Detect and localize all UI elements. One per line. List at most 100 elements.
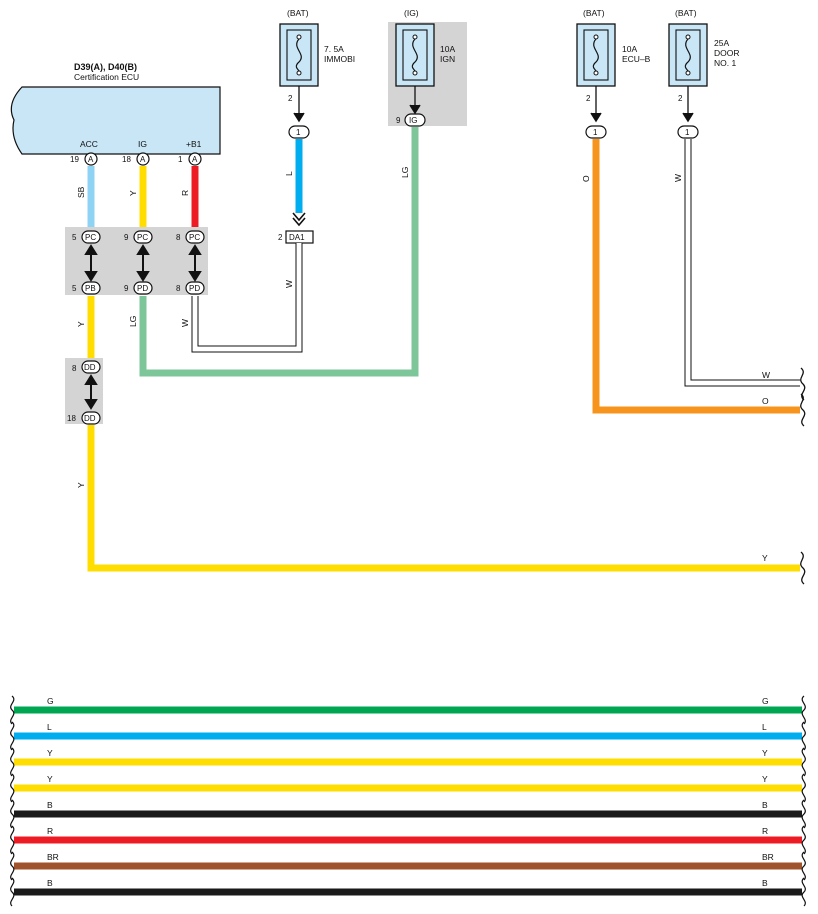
wire-break-icon xyxy=(10,877,15,907)
connector-oval xyxy=(81,411,101,425)
fuse-rating: 10A xyxy=(440,44,455,54)
connector-circle xyxy=(188,152,202,166)
wire-label-left: B xyxy=(47,800,53,810)
wire-label-w: W xyxy=(762,370,770,380)
pin-number: 8 xyxy=(72,364,77,373)
pin-number: 8 xyxy=(176,233,181,242)
fuse-immobi: (BAT) 7. 5A IMMOBI 2 1 xyxy=(279,8,355,139)
pin-number: 9 xyxy=(124,284,129,293)
fuse-name: IGN xyxy=(440,54,455,64)
fuse-icon xyxy=(592,38,599,72)
fuse-name: DOOR xyxy=(714,48,740,58)
connector-label: PB xyxy=(85,284,96,293)
ecu-connectors: 19 A 18 A 1 A xyxy=(70,152,202,166)
connector-circle xyxy=(84,152,98,166)
connector-oval xyxy=(133,230,153,244)
fuse-ign: (IG) 10A IGN 9 IG xyxy=(388,8,467,127)
wire-label-y: Y xyxy=(76,321,86,327)
connector-label: 1 xyxy=(296,128,301,137)
wire-label-y: Y xyxy=(762,553,768,563)
pin-number: 18 xyxy=(67,414,76,423)
wire-label-left: B xyxy=(47,878,53,888)
wire-label-w: W xyxy=(673,174,683,182)
connector-label: DA1 xyxy=(289,233,305,242)
connector-oval xyxy=(585,125,607,139)
wire-label-lg: LG xyxy=(400,167,410,178)
wire-break-icon xyxy=(801,877,806,907)
wire-w-outline xyxy=(191,243,303,353)
wire-break-icon xyxy=(10,851,15,881)
junction-pd-row: 5 PB 9 PD 8 PD xyxy=(72,281,205,295)
wire-break-icon xyxy=(801,851,806,881)
connector-label: DD xyxy=(84,414,96,423)
fuse-box xyxy=(279,23,319,87)
fuse-rating: 25A xyxy=(714,38,729,48)
junction-pc-row: 5 PC 9 PC 8 PC xyxy=(72,230,205,244)
wire-label-right: BR xyxy=(762,852,774,862)
wire-break-icon xyxy=(800,367,806,401)
wire-o xyxy=(592,139,800,414)
connector-label: DD xyxy=(84,363,96,372)
fuse-inner xyxy=(675,29,701,81)
fuse-rating: 10A xyxy=(622,44,637,54)
fuse-box xyxy=(668,23,708,87)
connector-label: PD xyxy=(189,284,200,293)
connector-label: 1 xyxy=(593,128,598,137)
wire-label-left: Y xyxy=(47,748,53,758)
pin-number: 2 xyxy=(586,94,591,103)
fuse-box xyxy=(395,23,435,87)
certification-ecu: D39(A), D40(B) Certification ECU ACC IG … xyxy=(10,62,221,155)
wire-label-lg: LG xyxy=(128,316,138,327)
fuse-rating: 7. 5A xyxy=(324,44,344,54)
fuse-box xyxy=(576,23,616,87)
junction-dd: 8 DD 18 DD xyxy=(67,360,101,425)
wire-break-icon xyxy=(10,721,15,751)
fuse-inner xyxy=(286,29,312,81)
wire-label-right: Y xyxy=(762,748,768,758)
connector-oval xyxy=(404,113,426,127)
fuse-name: IMMOBI xyxy=(324,54,355,64)
wire-label-right: R xyxy=(762,826,768,836)
connector-oval xyxy=(185,230,205,244)
wire-break-icon xyxy=(801,721,806,751)
wire-label-w: W xyxy=(180,319,190,327)
fuse-source-label: (BAT) xyxy=(675,8,697,18)
wire-break-icon xyxy=(801,695,806,725)
connector-da1: 2 DA1 xyxy=(278,230,314,244)
fuse-ecu-b: (BAT) 10A ECU–B 2 1 xyxy=(576,8,651,139)
fuse-inner xyxy=(402,29,428,81)
connector-label: A xyxy=(192,155,198,164)
fuse-name: ECU–B xyxy=(622,54,651,64)
wire-break-icon xyxy=(10,747,15,777)
ecu-connector-label: D39(A), D40(B) xyxy=(74,62,137,72)
wire-label-o: O xyxy=(581,175,591,182)
wire-break-icon xyxy=(801,773,806,803)
wire-break-icon xyxy=(10,773,15,803)
pin-number: 1 xyxy=(178,155,183,164)
wire-label-left: Y xyxy=(47,774,53,784)
wire-label-left: L xyxy=(47,722,52,732)
wire-label-y: Y xyxy=(76,482,86,488)
wire-label-right: B xyxy=(762,800,768,810)
wire-break-icon xyxy=(801,825,806,855)
pin-number: 5 xyxy=(72,233,77,242)
pin-number: 2 xyxy=(278,233,283,242)
pin-number: 5 xyxy=(72,284,77,293)
connector-oval xyxy=(81,230,101,244)
ecu-name-label: Certification ECU xyxy=(74,72,139,82)
ecu-pin-b1: +B1 xyxy=(186,139,202,149)
connector-label: PC xyxy=(137,233,148,242)
wire-label-sb: SB xyxy=(76,186,86,198)
fuse-inner xyxy=(583,29,609,81)
wire-label-y: Y xyxy=(128,190,138,196)
wire-break-icon xyxy=(10,825,15,855)
fuse-icon xyxy=(295,38,302,72)
ecu-box xyxy=(10,86,221,155)
ecu-pin-acc: ACC xyxy=(80,139,98,149)
connector-arrows xyxy=(84,244,202,282)
wire-w xyxy=(192,243,302,352)
pin-number: 18 xyxy=(122,155,131,164)
pin-number: 2 xyxy=(288,94,293,103)
